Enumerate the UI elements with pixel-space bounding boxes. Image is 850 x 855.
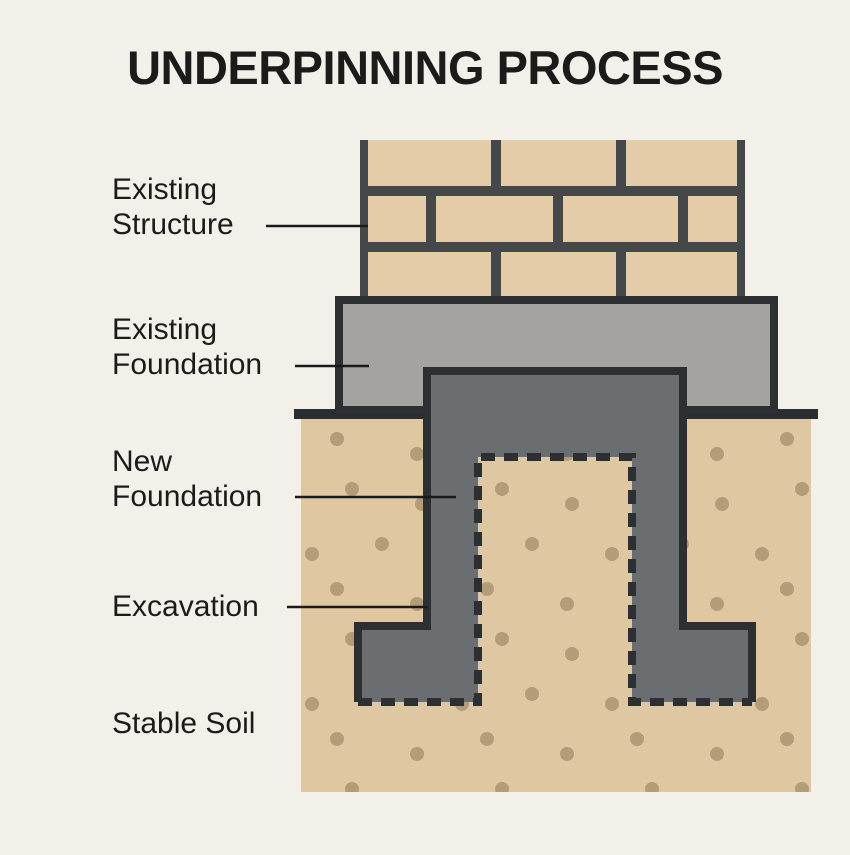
brick: [501, 252, 616, 296]
label-excavation: Excavation: [112, 590, 259, 623]
brick: [688, 196, 737, 242]
label-existing-structure: Existing Structure: [112, 173, 234, 241]
brick: [368, 252, 491, 296]
brick: [501, 140, 616, 186]
soil-dots-texture: [301, 414, 811, 792]
leader-lines: [266, 224, 456, 609]
stable-soil-graphic: [301, 414, 811, 792]
brick: [368, 140, 491, 186]
brick: [436, 196, 553, 242]
label-stable-soil: Stable Soil: [112, 707, 256, 740]
new-foundation-outline: [354, 367, 756, 702]
new-foundation-graphic: [354, 367, 756, 706]
label-existing-foundation: Existing Foundation: [112, 313, 263, 381]
existing-structure-graphic: [360, 140, 745, 296]
new-foundation-fill: [358, 371, 752, 702]
brick: [626, 140, 737, 186]
brick: [368, 196, 426, 242]
excavation-boundary: [358, 453, 752, 706]
brick: [626, 252, 737, 296]
page-title: UNDERPINNING PROCESS: [127, 41, 723, 94]
brick: [563, 196, 678, 242]
label-new-foundation: New Foundation: [112, 445, 263, 513]
